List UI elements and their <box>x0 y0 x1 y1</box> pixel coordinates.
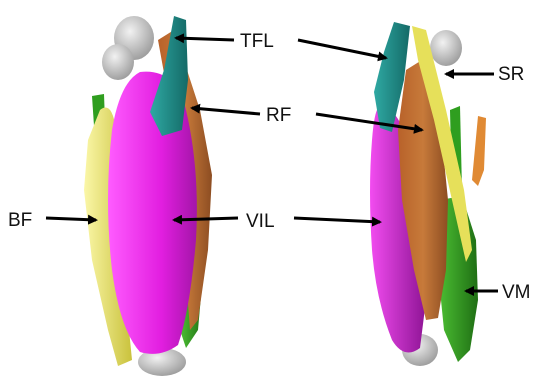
arrow-tfl-right <box>298 40 386 58</box>
trochanter-bone <box>102 44 134 80</box>
arrow-vil-right <box>294 218 380 222</box>
arrow-rf-left <box>192 108 260 114</box>
label-rf: RF <box>266 105 291 126</box>
label-vm: VM <box>502 282 531 303</box>
left-thigh-model <box>84 16 212 376</box>
arrow-tfl-left <box>176 38 234 40</box>
label-tfl: TFL <box>240 31 274 52</box>
label-bf: BF <box>8 210 32 231</box>
arrow-bf <box>46 218 96 220</box>
orange-strip-right <box>472 116 486 186</box>
arrow-vil-left <box>174 218 238 220</box>
label-vil: VIL <box>246 211 275 232</box>
femoral-head-bone-right <box>430 30 462 66</box>
label-sr: SR <box>498 64 524 85</box>
